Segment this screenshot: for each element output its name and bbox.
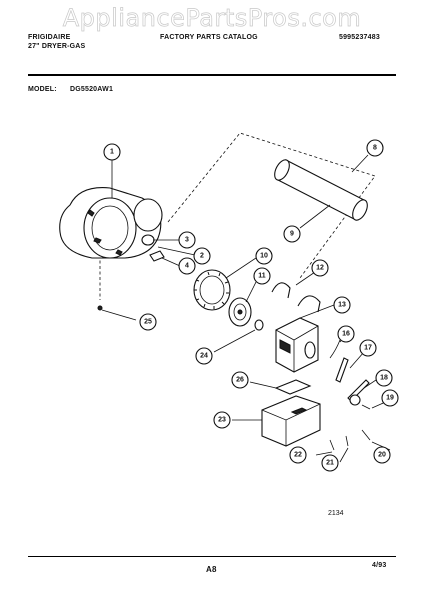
blower-housing [59, 187, 163, 259]
leaders-2-3-4 [153, 239, 196, 267]
leader-11 [245, 281, 257, 303]
footer-rule [28, 556, 396, 557]
svg-text:20: 20 [378, 452, 386, 459]
callout-21: 21 [321, 454, 339, 472]
callout-1: 1 [103, 143, 121, 161]
svg-text:21: 21 [326, 460, 334, 467]
leader-13 [299, 304, 335, 319]
callout-10: 10 [255, 247, 273, 265]
callout-23: 23 [213, 411, 231, 429]
page-number: A8 [206, 565, 217, 574]
svg-text:22: 22 [294, 452, 302, 459]
screw-25 [97, 305, 103, 311]
svg-text:19: 19 [386, 395, 394, 402]
callout-22: 22 [289, 446, 307, 464]
svg-text:8: 8 [373, 145, 377, 152]
callout-8: 8 [366, 139, 384, 157]
leader-26 [249, 381, 277, 389]
callout-4: 4 [178, 257, 196, 275]
spring-16 [329, 339, 341, 359]
drive-pulley [228, 297, 252, 327]
product: 27" DRYER-GAS [28, 43, 86, 50]
callout-2: 2 [193, 247, 211, 265]
motor-mount [261, 395, 321, 447]
svg-text:4: 4 [185, 263, 189, 270]
callout-16: 16 [337, 325, 355, 343]
svg-text:2: 2 [200, 253, 204, 260]
idler-assembly [335, 357, 371, 410]
header-rule [28, 74, 396, 76]
callout-18: 18 [375, 369, 393, 387]
seal-3 [141, 234, 155, 246]
leader-24 [213, 329, 256, 353]
svg-text:25: 25 [144, 319, 152, 326]
callout-20: 20 [373, 446, 391, 464]
svg-text:23: 23 [218, 417, 226, 424]
svg-text:12: 12 [316, 265, 324, 272]
callout-24: 24 [195, 347, 213, 365]
svg-text:10: 10 [260, 253, 268, 260]
svg-text:13: 13 [338, 302, 346, 309]
callout-19: 19 [381, 389, 399, 407]
drive-motor [275, 317, 319, 373]
bracket-26 [274, 379, 312, 395]
svg-text:16: 16 [342, 331, 350, 338]
callout-11: 11 [253, 267, 271, 285]
motor-clips [271, 282, 321, 313]
callout-26: 26 [231, 371, 249, 389]
washer-24 [254, 319, 264, 331]
exhaust-duct [274, 159, 368, 221]
watermark: AppliancePartsPros.com [62, 4, 362, 33]
callout-17: 17 [359, 339, 377, 357]
svg-text:11: 11 [258, 273, 266, 280]
leader-10 [225, 257, 257, 279]
svg-text:1: 1 [110, 149, 114, 156]
drawing-number: 2134 [328, 510, 344, 517]
revision-date: 4/93 [372, 562, 387, 569]
svg-text:26: 26 [236, 377, 244, 384]
leader-25 [101, 309, 137, 321]
svg-text:9: 9 [290, 231, 294, 238]
clip-4 [149, 250, 165, 262]
callout-3: 3 [178, 231, 196, 249]
leaders-8-9 [299, 154, 369, 229]
catalog-number: 5995237483 [339, 34, 380, 41]
brand: FRIGIDAIRE [28, 34, 71, 41]
fasteners [329, 429, 371, 451]
svg-text:24: 24 [200, 353, 208, 360]
callout-9: 9 [283, 225, 301, 243]
duct-guide-line [167, 132, 376, 279]
model-value: DG5520AW1 [70, 86, 114, 93]
svg-text:18: 18 [380, 375, 388, 382]
callout-13: 13 [333, 296, 351, 314]
catalog-title: FACTORY PARTS CATALOG [160, 34, 258, 41]
svg-text:17: 17 [364, 345, 372, 352]
model-label: MODEL: [28, 86, 57, 93]
svg-text:3: 3 [185, 237, 189, 244]
blower-wheel [193, 269, 231, 311]
callout-25: 25 [139, 313, 157, 331]
callout-12: 12 [311, 259, 329, 277]
